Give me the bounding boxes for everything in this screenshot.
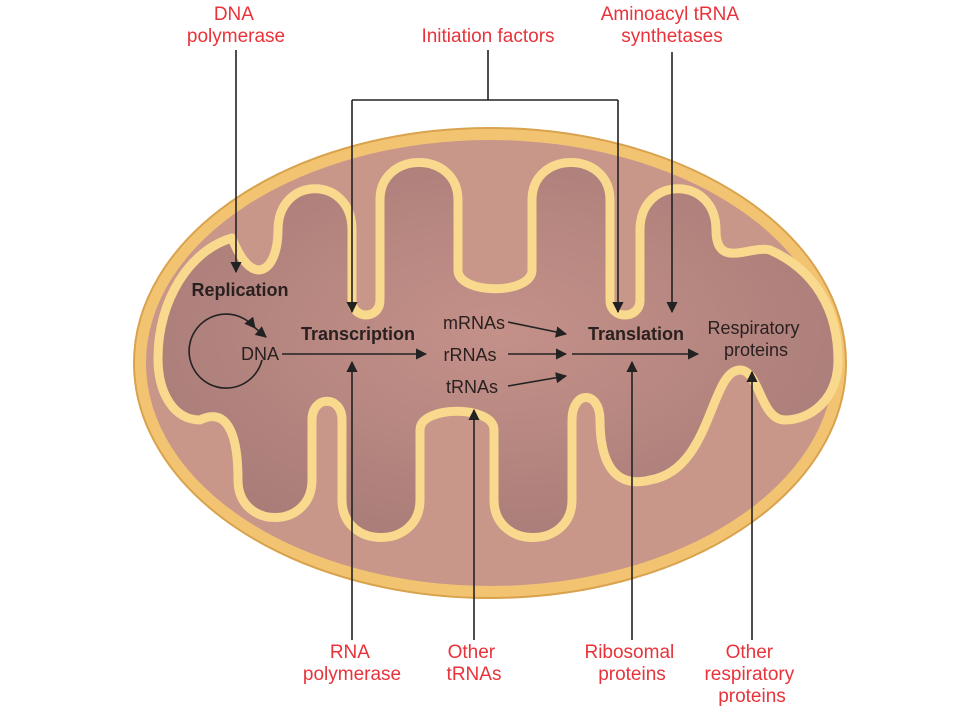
label-transcription: Transcription — [301, 324, 415, 344]
inner-membrane — [153, 158, 843, 542]
label-ribosomal-proteins: Ribosomal proteins — [584, 642, 679, 685]
label-respiratory-proteins: Respiratory proteins — [707, 318, 804, 360]
mrna-to-translation-arrow — [507, 321, 568, 338]
label-rrnas: rRNAs — [444, 345, 497, 365]
trna-to-translation-arrow — [507, 372, 568, 387]
label-other-respiratory-proteins: Other respiratory proteins — [704, 642, 799, 707]
label-dna-polymerase: DNA polymerase — [187, 4, 285, 47]
label-trnas: tRNAs — [446, 377, 498, 397]
label-mrnas: mRNAs — [443, 313, 505, 333]
replication-cycle-head — [247, 321, 267, 338]
label-rna-polymerase: RNA polymerase — [303, 642, 401, 685]
label-initiation-factors: Initiation factors — [421, 26, 554, 47]
label-aminoacyl-trna-synthetases: Aminoacyl tRNA synthetases — [601, 4, 744, 47]
label-other-trnas: Other tRNAs — [447, 642, 502, 685]
replication-cycle-arrow — [188, 313, 263, 389]
initiation-factors-connector — [352, 50, 618, 101]
label-translation: Translation — [588, 324, 684, 344]
label-replication: Replication — [191, 280, 288, 300]
label-dna: DNA — [241, 344, 279, 364]
